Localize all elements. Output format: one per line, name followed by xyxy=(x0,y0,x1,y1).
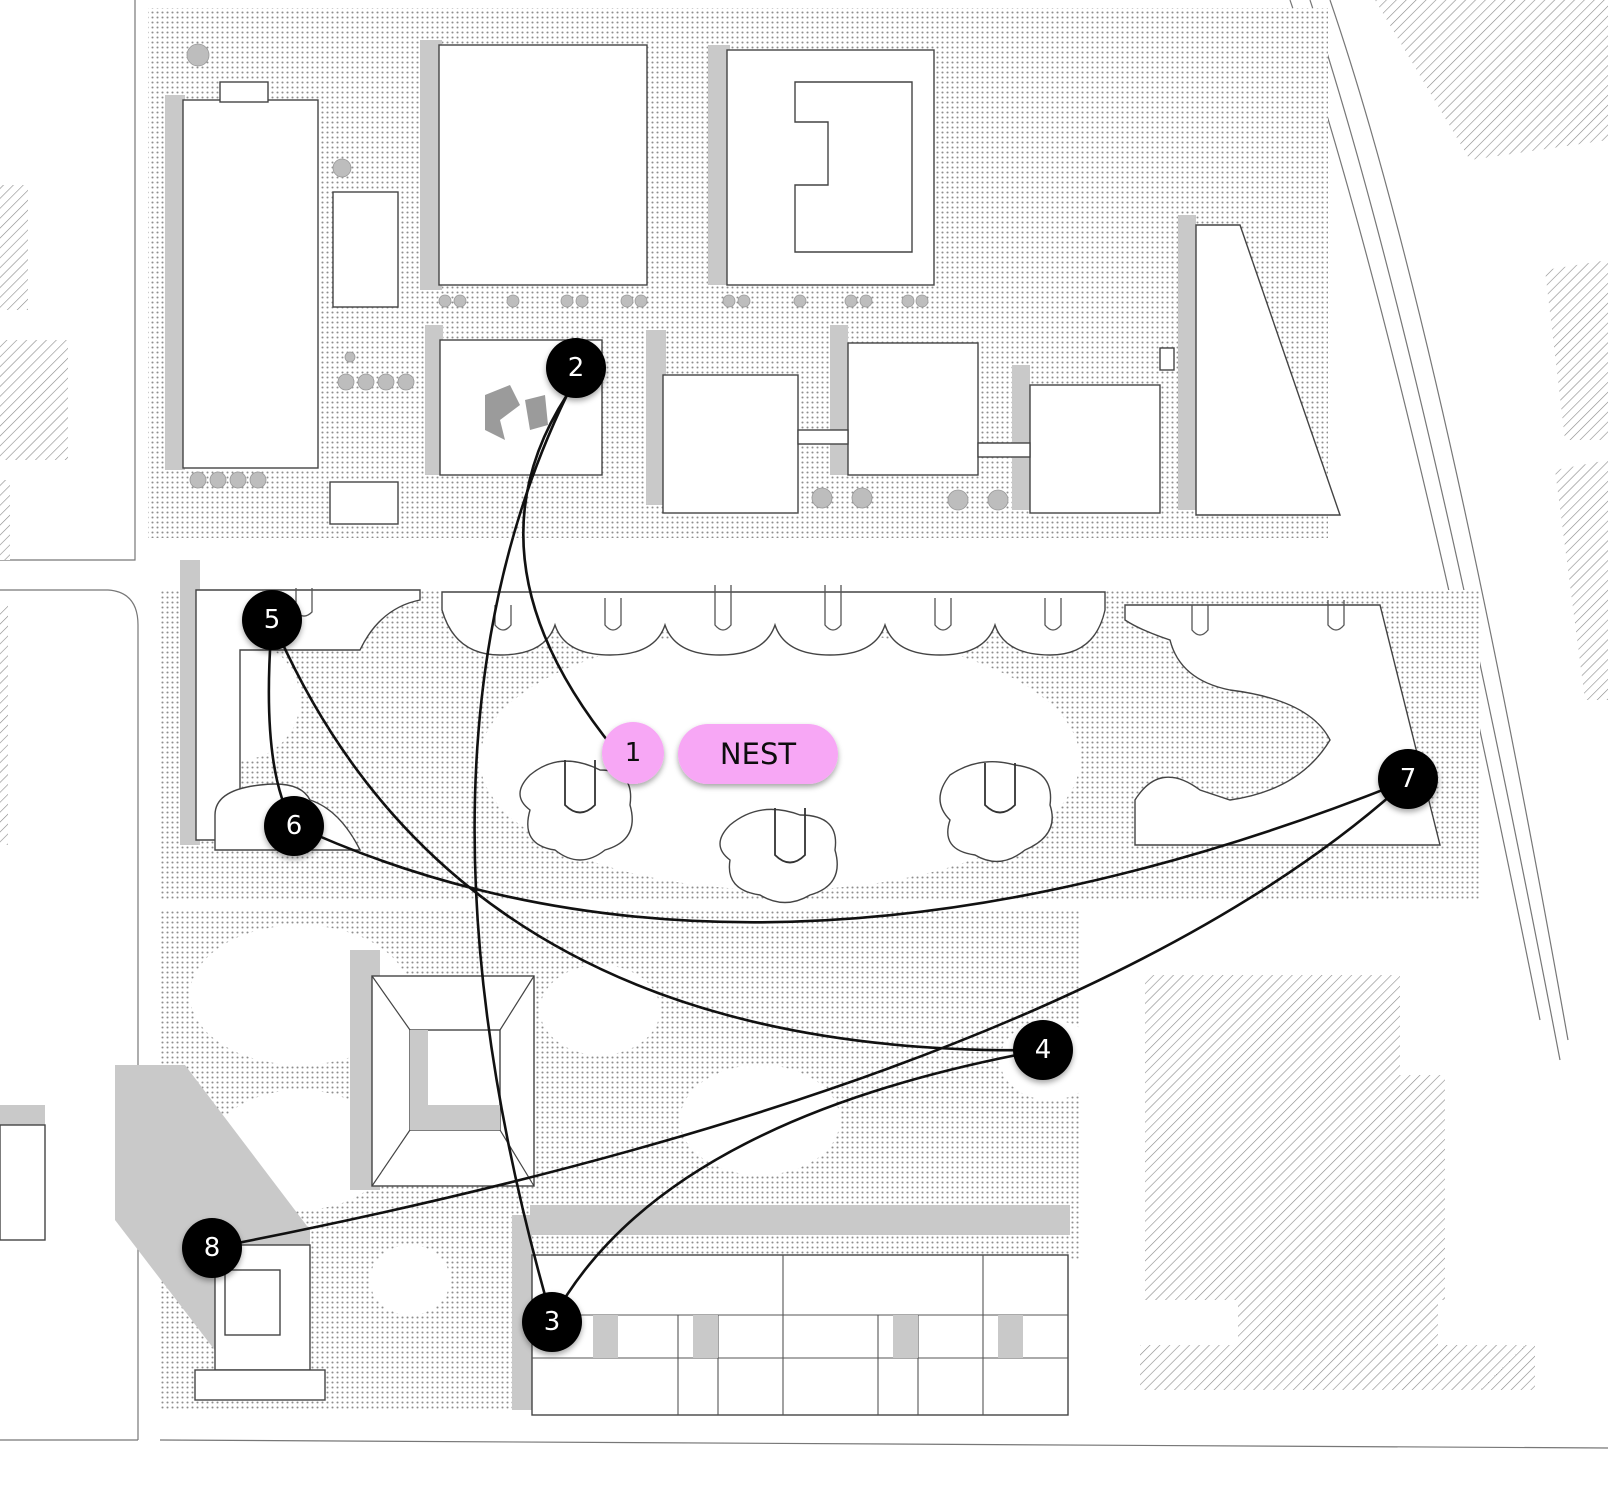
marker-2-label: 2 xyxy=(568,353,585,383)
marker-6[interactable]: 6 xyxy=(264,796,324,856)
building-small-left xyxy=(332,191,399,308)
buildings xyxy=(182,44,1341,525)
marker-4-label: 4 xyxy=(1035,1035,1052,1065)
pavilion xyxy=(371,975,535,1187)
plaza-detail xyxy=(485,385,548,440)
marker-8[interactable]: 8 xyxy=(182,1218,242,1278)
route-7-8 xyxy=(211,779,1409,1250)
building-wedge xyxy=(1195,224,1341,516)
building-c2 xyxy=(847,342,979,476)
routes xyxy=(211,394,1409,1321)
trees xyxy=(186,43,1009,511)
residential-row xyxy=(195,585,1441,851)
marker-5-label: 5 xyxy=(264,605,281,635)
marker-6-label: 6 xyxy=(286,811,303,841)
route-2-3 xyxy=(473,394,569,1321)
hatched-blocks xyxy=(0,0,1608,1390)
nest-label[interactable]: 1 NEST xyxy=(602,722,838,784)
route-5-4 xyxy=(270,619,1044,1052)
small-buildings-left xyxy=(0,1124,326,1401)
nest-buildings xyxy=(519,760,1053,904)
marker-5[interactable]: 5 xyxy=(242,590,302,650)
nest-pill-badge[interactable] xyxy=(678,724,838,784)
marker-4[interactable]: 4 xyxy=(1013,1020,1073,1080)
building-c1 xyxy=(662,374,799,514)
route-2-1 xyxy=(522,394,617,751)
route-3-4 xyxy=(550,1048,1044,1321)
marker-2[interactable]: 2 xyxy=(546,338,606,398)
marker-3-label: 3 xyxy=(544,1307,561,1337)
roads xyxy=(0,0,1608,1449)
building-block-a xyxy=(438,44,648,286)
marker-3[interactable]: 3 xyxy=(522,1292,582,1352)
nest-text: NEST xyxy=(720,737,796,771)
nest-number-badge[interactable] xyxy=(602,722,664,784)
residential-arc-row xyxy=(441,591,1106,656)
route-6-7 xyxy=(293,778,1409,924)
bottom-block xyxy=(531,1254,1069,1416)
marker-7[interactable]: 7 xyxy=(1378,749,1438,809)
building-tall-left xyxy=(182,99,319,469)
building-c3 xyxy=(1029,384,1161,514)
marker-7-label: 7 xyxy=(1400,764,1417,794)
nest-number: 1 xyxy=(625,738,642,768)
marker-8-label: 8 xyxy=(204,1233,221,1263)
